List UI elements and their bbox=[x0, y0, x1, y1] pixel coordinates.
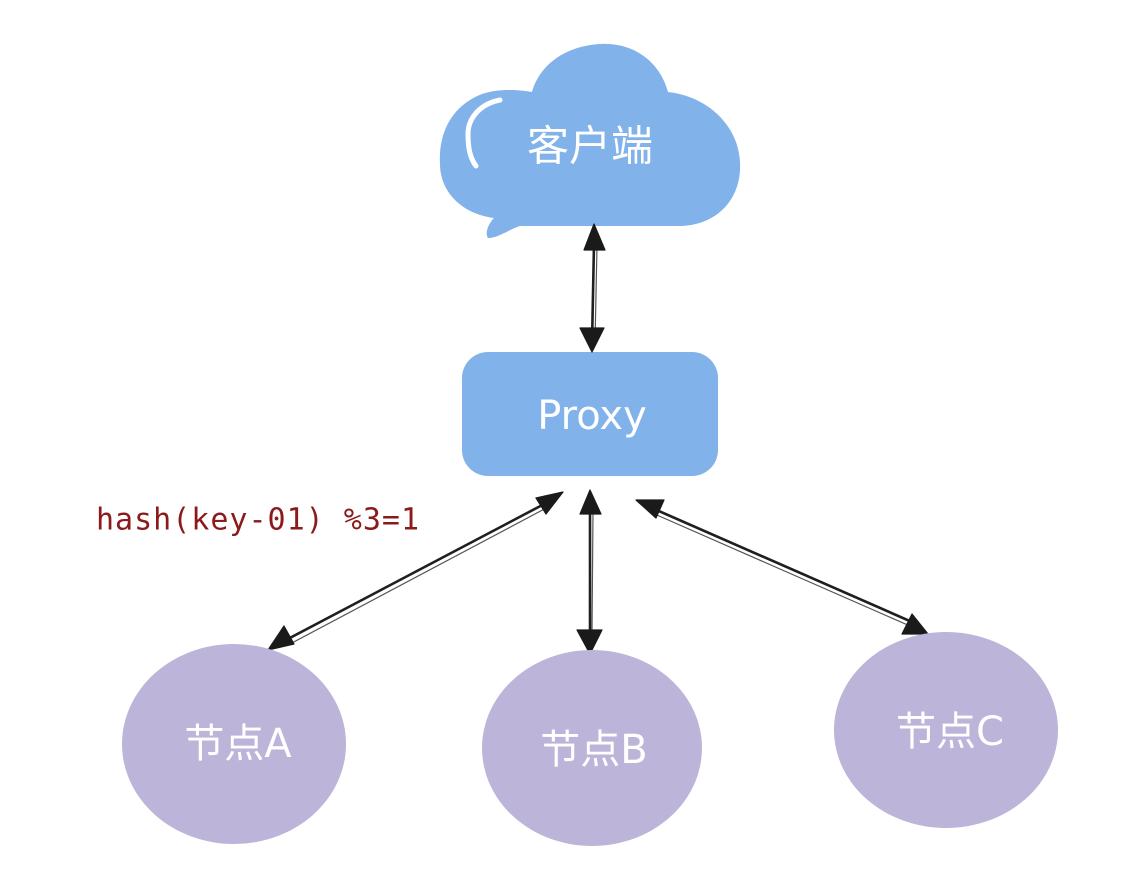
proxy-node: Proxy bbox=[462, 352, 718, 476]
proxy-label: Proxy bbox=[537, 393, 647, 439]
node-c-circle bbox=[834, 632, 1058, 828]
node-b-label: 节点B bbox=[540, 727, 647, 773]
node-b-circle bbox=[482, 650, 702, 846]
node-b: 节点B bbox=[482, 650, 702, 846]
node-a-circle bbox=[122, 644, 346, 844]
edge-proxy-node-c bbox=[635, 499, 929, 635]
node-c-label: 节点C bbox=[896, 709, 1004, 755]
arrow-down-icon bbox=[901, 613, 929, 635]
client-cloud: 客户端 bbox=[439, 43, 741, 238]
edge-proxy-node-b bbox=[576, 489, 603, 655]
arrow-down-icon bbox=[579, 327, 605, 353]
arrow-up-icon bbox=[583, 223, 606, 251]
arrow-down-icon bbox=[267, 625, 295, 651]
proxy-box bbox=[462, 352, 718, 476]
edge-client-proxy bbox=[579, 223, 606, 353]
arrow-up-icon bbox=[579, 489, 602, 515]
arrow-up-icon bbox=[535, 491, 564, 515]
node-a-label: 节点A bbox=[184, 721, 292, 767]
node-c: 节点C bbox=[834, 632, 1058, 828]
client-label: 客户端 bbox=[527, 122, 653, 171]
cloud-accent-icon bbox=[465, 97, 503, 169]
edge-proxy-node-a bbox=[267, 491, 564, 651]
hash-annotation: hash(key-01) %3=1 bbox=[96, 503, 420, 538]
cloud-icon bbox=[439, 43, 741, 238]
arrow-down-icon bbox=[576, 629, 603, 655]
arrow-up-icon bbox=[635, 499, 665, 519]
node-a: 节点A bbox=[122, 644, 346, 844]
